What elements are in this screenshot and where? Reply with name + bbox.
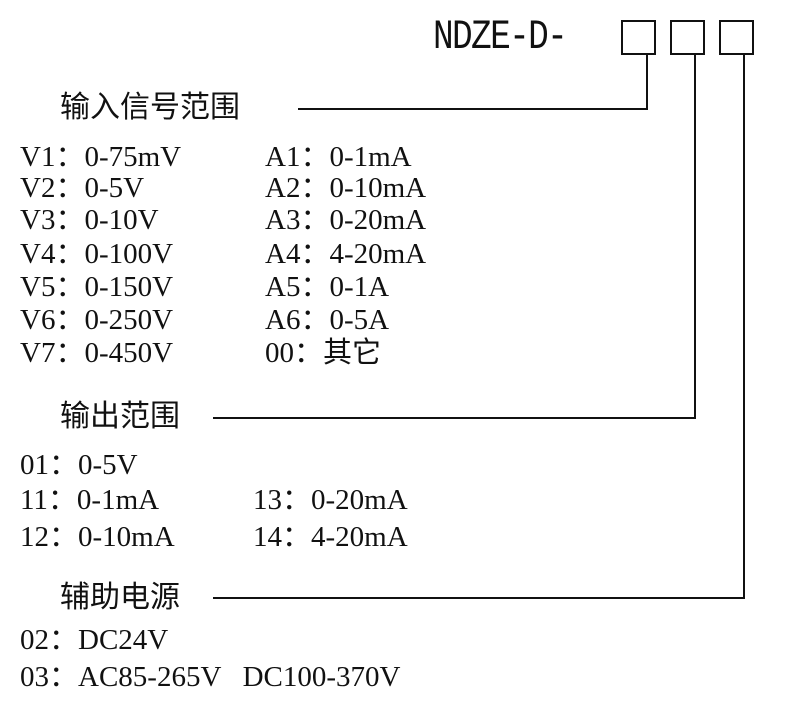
connector-line xyxy=(213,597,745,599)
connector-line xyxy=(646,53,648,110)
input-option: A3：0-20mA xyxy=(265,204,427,236)
input-option: V2：0-5V xyxy=(20,172,145,204)
input-option: V5：0-150V xyxy=(20,271,174,303)
connector-line xyxy=(213,417,696,419)
model-code: NDZE-D- xyxy=(433,13,568,61)
power-option: 03：AC85-265V DC100-370V xyxy=(20,661,401,693)
output-option: 12：0-10mA xyxy=(20,521,175,553)
input-option: 00：其它 xyxy=(265,337,382,369)
input-option: A6：0-5A xyxy=(265,304,390,336)
input-option: A1：0-1mA xyxy=(265,141,412,173)
input-option: V3：0-10V xyxy=(20,204,159,236)
input-option: V1：0-75mV xyxy=(20,141,182,173)
connector-line xyxy=(743,53,745,599)
connector-line xyxy=(298,108,648,110)
output-option: 11：0-1mA xyxy=(20,484,160,516)
input-option: V6：0-250V xyxy=(20,304,174,336)
output-option: 01：0-5V xyxy=(20,449,138,481)
output-option: 13：0-20mA xyxy=(253,484,408,516)
input-option: A4：4-20mA xyxy=(265,238,427,270)
code-box-output xyxy=(670,20,705,55)
input-option: A2：0-10mA xyxy=(265,172,427,204)
connector-line xyxy=(694,53,696,419)
output-range-title: 输出范围 xyxy=(60,399,180,434)
code-box-input xyxy=(621,20,656,55)
input-option: A5：0-1A xyxy=(265,271,390,303)
power-option: 02：DC24V xyxy=(20,624,169,656)
input-range-title: 输入信号范围 xyxy=(60,90,240,125)
power-supply-title: 辅助电源 xyxy=(60,580,180,615)
input-option: V4：0-100V xyxy=(20,238,174,270)
code-box-power xyxy=(719,20,754,55)
input-option: V7：0-450V xyxy=(20,337,174,369)
output-option: 14：4-20mA xyxy=(253,521,408,553)
